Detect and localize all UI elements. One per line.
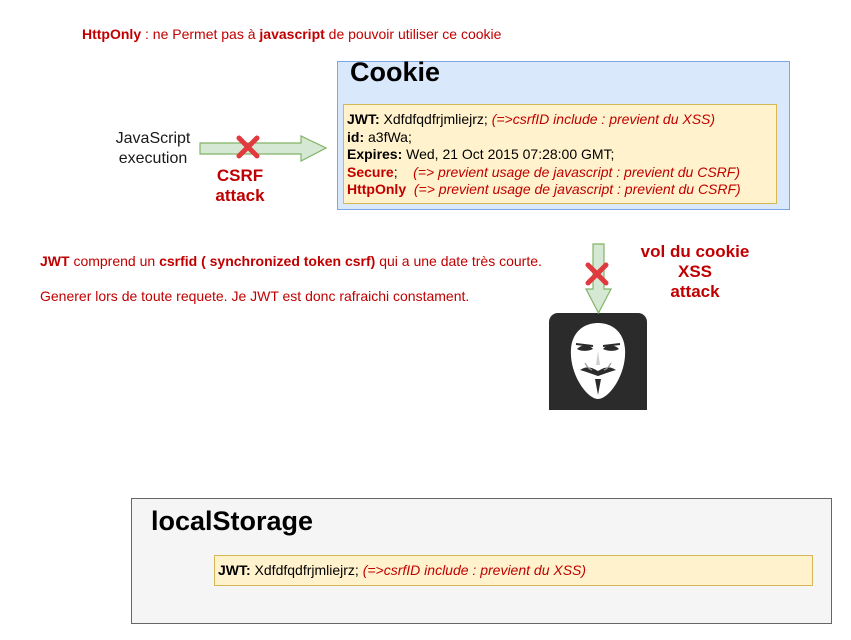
red-x-icon [585, 262, 609, 286]
xss-attack-line-3: attack [670, 282, 720, 301]
httponly-keyword: HttpOnly [82, 26, 142, 42]
cookie-attributes-box: JWT: Xdfdfqdfrjmliejrz; (=>csrfID includ… [343, 104, 777, 204]
cookie-jwt-line: JWT: Xdfdfqdfrjmliejrz; (=>csrfID includ… [347, 111, 776, 129]
jwt-note-text-1: comprend un [69, 253, 160, 269]
cookie-jwt-key: JWT: [347, 111, 380, 127]
cookie-jwt-value: Xdfdfqdfrjmliejrz; [379, 111, 488, 127]
httponly-note-text-1: : ne Permet pas à [141, 26, 260, 42]
localstorage-jwt-value: Xdfdfqdfrjmliejrz; [250, 562, 359, 578]
javascript-execution-line-1: JavaScript [115, 130, 191, 147]
localstorage-title: localStorage [151, 506, 314, 536]
xss-attack-label: vol du cookie XSS attack [627, 242, 763, 302]
csrf-attack-line-1: CSRF [216, 166, 264, 185]
localstorage-jwt-box: JWT: Xdfdfqdfrjmliejrz; (=>csrfID includ… [214, 555, 813, 586]
red-x-icon [236, 135, 260, 159]
cookie-httponly-key: HttpOnly [347, 181, 407, 197]
csrf-attack-line-2: attack [215, 186, 265, 205]
localstorage-jwt-comment: (=>csrfID include : previent du XSS) [358, 562, 587, 578]
cookie-expires-line: Expires: Wed, 21 Oct 2015 07:28:00 GMT; [347, 146, 776, 164]
jwt-keyword: JWT [40, 253, 70, 269]
csrfid-keyword: csrfid ( synchronized token csrf) [159, 253, 376, 269]
cookie-secure-line: Secure; (=> previent usage de javascript… [347, 164, 776, 182]
cookie-title: Cookie [350, 57, 441, 87]
cookie-secure-sep: ; [393, 163, 398, 180]
cookie-id-value: a3fWa; [364, 128, 412, 145]
jwt-csrf-note: JWT comprend un csrfid ( synchronized to… [40, 253, 542, 269]
cookie-id-line: id: a3fWa; [347, 129, 776, 147]
cookie-id-key: id: [347, 128, 365, 145]
cookie-secure-key: Secure [347, 163, 394, 180]
xss-attack-line-2: XSS [677, 262, 713, 281]
csrf-arrow [199, 135, 328, 162]
javascript-execution-label: JavaScript execution [100, 129, 206, 169]
httponly-note-text-2: de pouvoir utiliser ce cookie [324, 26, 502, 42]
anonymous-mask-svg [549, 323, 647, 410]
cookie-expires-value: Wed, 21 Oct 2015 07:28:00 GMT; [402, 146, 615, 162]
cookie-secure-comment: (=> previent usage de javascript : previ… [397, 163, 740, 180]
csrf-attack-label: CSRF attack [199, 166, 281, 206]
jwt-refresh-note: Generer lors de toute requete. Je JWT es… [40, 288, 470, 304]
httponly-note: HttpOnly : ne Permet pas à javascript de… [82, 26, 501, 42]
localstorage-jwt-key: JWT: [218, 562, 251, 578]
xss-attack-line-1: vol du cookie [640, 242, 750, 261]
cookie-httponly-comment: (=> previent usage de javascript : previ… [406, 181, 741, 197]
javascript-execution-line-2: execution [118, 150, 188, 167]
anonymous-mask-icon [549, 313, 647, 410]
cookie-expires-key: Expires: [347, 146, 403, 162]
javascript-keyword: javascript [259, 26, 325, 42]
cookie-jwt-comment: (=>csrfID include : previent du XSS) [487, 111, 716, 127]
jwt-note-text-2: qui a une date très courte. [375, 253, 542, 269]
cookie-httponly-line: HttpOnly (=> previent usage de javascrip… [347, 181, 776, 199]
